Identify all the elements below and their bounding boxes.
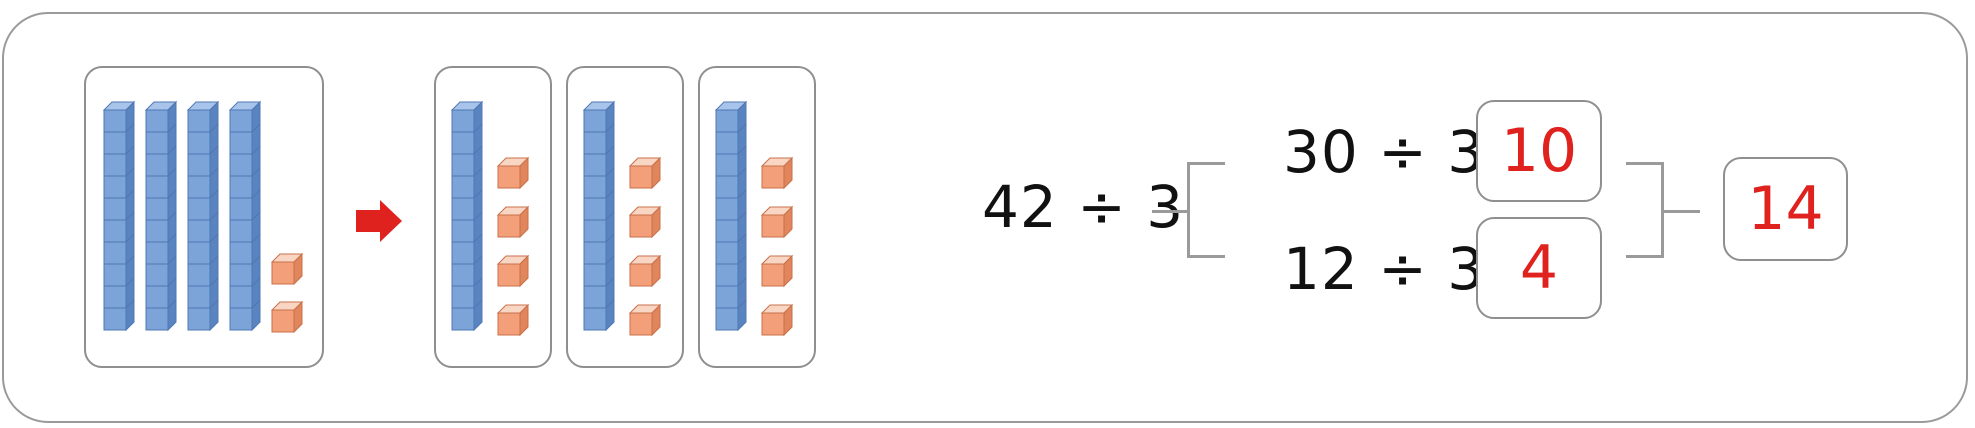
unit-cube xyxy=(760,156,794,190)
unit-cube xyxy=(760,205,794,239)
unit-cube xyxy=(760,303,794,337)
total-answer-box[interactable]: 14 xyxy=(1723,157,1848,261)
connector-left xyxy=(1152,210,1190,213)
answer-2: 4 xyxy=(1519,233,1559,303)
answer-1: 10 xyxy=(1500,116,1578,186)
unit-cube xyxy=(496,254,530,288)
unit-cube xyxy=(270,252,304,286)
group-of-14-second xyxy=(566,66,684,368)
left-bracket xyxy=(1187,162,1225,258)
ten-rod xyxy=(714,100,748,332)
answer-box-2[interactable]: 4 xyxy=(1476,217,1602,319)
unit-cube xyxy=(628,156,662,190)
answer-box-1[interactable]: 10 xyxy=(1476,100,1602,202)
right-arrow-icon xyxy=(356,200,402,242)
unit-cube xyxy=(628,254,662,288)
ten-rod xyxy=(144,100,178,332)
unit-cube xyxy=(270,300,304,334)
base-ten-blocks-42 xyxy=(84,66,324,368)
ten-rod xyxy=(102,100,136,332)
total-answer: 14 xyxy=(1747,174,1824,244)
unit-cube xyxy=(496,205,530,239)
ten-rod xyxy=(228,100,262,332)
unit-cube xyxy=(628,303,662,337)
connector-right xyxy=(1662,210,1700,213)
main-expression: 42 ÷ 3 xyxy=(982,173,1185,241)
unit-cube xyxy=(496,303,530,337)
group-of-14-first xyxy=(434,66,552,368)
unit-cube xyxy=(760,254,794,288)
unit-cube xyxy=(496,156,530,190)
ten-rod xyxy=(450,100,484,332)
ten-rod xyxy=(186,100,220,332)
group-of-14-third xyxy=(698,66,816,368)
ten-rod xyxy=(582,100,616,332)
unit-cube xyxy=(628,205,662,239)
problem-frame xyxy=(2,12,1968,423)
right-bracket xyxy=(1626,162,1664,258)
